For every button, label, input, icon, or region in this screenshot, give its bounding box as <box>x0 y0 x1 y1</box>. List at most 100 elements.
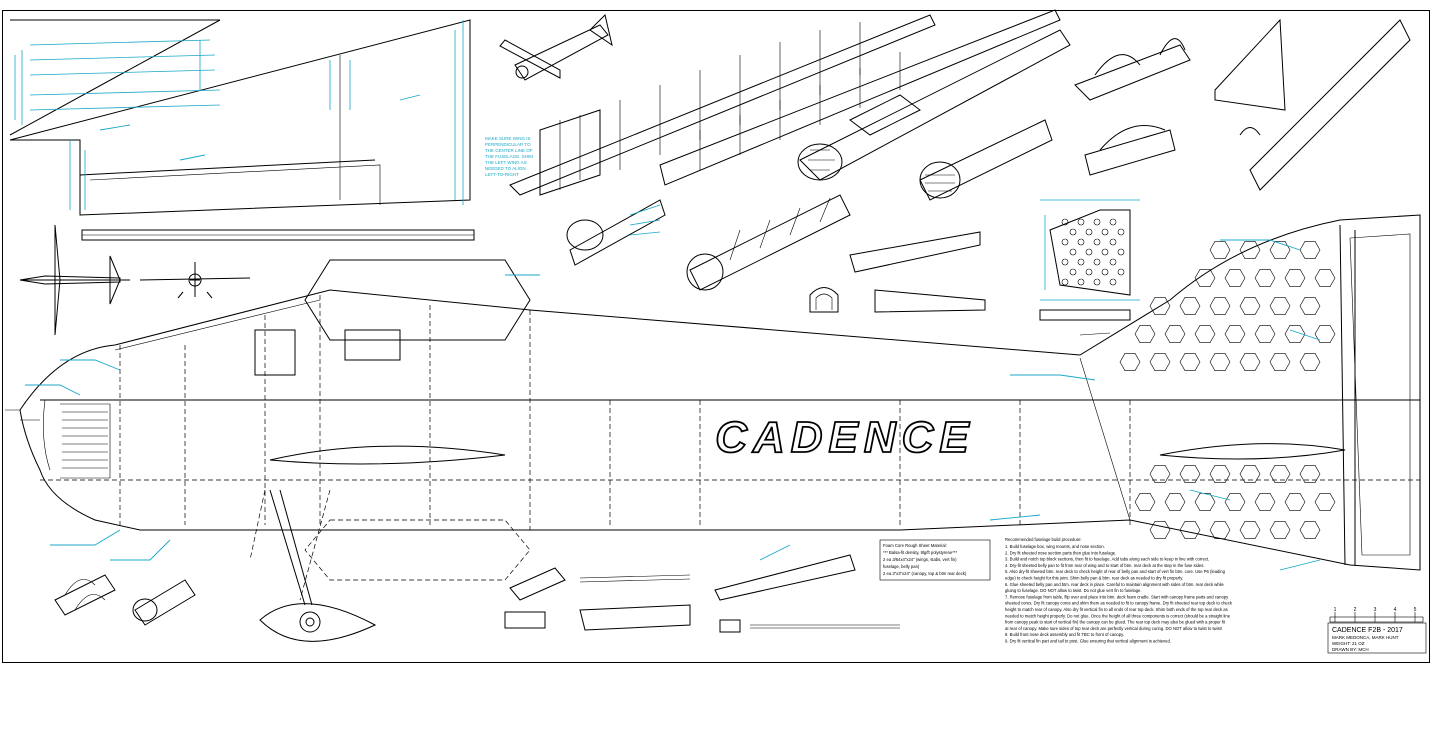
scale-label: 1 <box>1334 607 1337 613</box>
fin-hole <box>1093 218 1101 226</box>
fin-hole <box>1093 238 1101 246</box>
note-line: 7. Remove fuselage from table, flip over… <box>1005 594 1229 599</box>
airplane-3d-view-icon <box>499 14 613 81</box>
fuselage-side-view <box>5 214 1421 581</box>
canopy-frame-icon <box>1074 38 1191 101</box>
lightening-hole <box>1209 352 1231 372</box>
lightening-hole <box>1134 324 1156 344</box>
lightening-hole <box>1209 520 1231 540</box>
note-line: 6. Glue sheeted belly pan and btm. rear … <box>1005 582 1224 587</box>
fin-hole <box>1109 278 1117 286</box>
belly-pan-icon <box>849 231 986 313</box>
note-line: 2. Dry fit sheeted nose section parts th… <box>1005 550 1116 555</box>
fin-hole <box>1061 258 1069 266</box>
stamp-line: THE LEFT WING AS <box>485 160 527 165</box>
spinner-icon <box>259 603 377 642</box>
fuselage-frame-icon <box>659 9 1061 186</box>
lightening-hole <box>1194 268 1216 288</box>
fin-hole <box>1109 258 1117 266</box>
lightening-hole <box>1224 492 1246 512</box>
wing-spar <box>81 229 475 241</box>
materials-heading: Foam Core Rough Sheet Material: <box>883 543 947 548</box>
note-line: 9. Dry fit vertical fin part and tail to… <box>1005 639 1171 644</box>
lightening-hole <box>1269 352 1291 372</box>
lightening-hole <box>1239 296 1261 316</box>
alignment-note: MAKE SURE WING IS PERPENDICULAR TO THE C… <box>485 136 533 177</box>
lightening-hole <box>1269 520 1291 540</box>
lightening-hole <box>1269 241 1291 260</box>
materials-row: 2 ea 3/64x4"x24" (wings, stabs, vert fin… <box>883 557 957 562</box>
fin-hole <box>1077 258 1085 266</box>
rear-deck-lightening-holes <box>1061 218 1336 540</box>
airplane-front-view-icon <box>139 262 251 299</box>
materials-table: Foam Core Rough Sheet Material: *** Bals… <box>879 539 991 581</box>
sheet-border <box>2 10 1430 663</box>
scale-label: 4 <box>1394 607 1397 613</box>
lightening-hole <box>1149 520 1171 540</box>
stamp-line: NEEDED TO ALIGN. <box>485 166 527 171</box>
note-line: 8. Build front nose deck assembly and fi… <box>1005 632 1124 637</box>
note-line: gluing to fuselage. DO NOT allow to twis… <box>1005 588 1142 593</box>
lightening-hole <box>1179 520 1201 540</box>
lightening-hole <box>1224 324 1246 344</box>
fin-hole <box>1077 238 1085 246</box>
fin-hole <box>1093 258 1101 266</box>
fin-hole <box>1101 228 1109 236</box>
fin-hole <box>1101 268 1109 276</box>
fin-hole <box>1085 268 1093 276</box>
stamp-line: THE CENTER LINE OF <box>485 148 533 153</box>
lightening-hole <box>1134 492 1156 512</box>
fin-hole <box>1069 248 1077 256</box>
build-notes: Recommended fuselage build procedure: 1.… <box>1005 537 1233 644</box>
stamp-line: PERPENDICULAR TO <box>485 142 531 147</box>
fin-hole <box>1109 238 1117 246</box>
lightening-hole <box>1299 352 1321 372</box>
lightening-hole <box>1164 492 1186 512</box>
fin-hole <box>1077 278 1085 286</box>
lightening-hole <box>1239 241 1261 260</box>
lightening-hole <box>1269 296 1291 316</box>
scale-label: 5 <box>1414 607 1417 613</box>
lightening-hole <box>1149 352 1171 372</box>
stamp-line: MAKE SURE WING IS <box>485 136 531 141</box>
fuselage-sheeted-icon <box>797 29 1071 181</box>
lightening-hole <box>1299 464 1321 484</box>
note-line: height to match rear of canopy. Also dry… <box>1005 607 1228 612</box>
lightening-hole <box>1284 324 1306 344</box>
title-block: CADENCE F2B - 2017 MARK MEDONCA, MARK HU… <box>1327 622 1427 654</box>
lightening-hole <box>1149 296 1171 316</box>
lightening-hole <box>1314 324 1336 344</box>
lightening-hole <box>1254 492 1276 512</box>
note-line: at rear of canopy. Make sure sides of to… <box>1005 626 1222 631</box>
title-text: CADENCE F2B - 2017 <box>1332 627 1403 634</box>
leader-labels <box>25 239 1321 571</box>
lightening-hole <box>1119 352 1141 372</box>
note-line: 4. Dry-fit sheeted belly pan to fit from… <box>1005 563 1204 568</box>
lightening-hole <box>1194 324 1216 344</box>
note-line: sheeted cores. Dry fit canopy cores and … <box>1005 601 1233 606</box>
lightening-hole <box>1254 324 1276 344</box>
title-line: WEIGHT: 21 OZ <box>1332 641 1365 646</box>
stamp-line: THE FUSELAGE. SHIM <box>485 154 533 159</box>
lightening-hole <box>1179 352 1201 372</box>
fin-hole <box>1061 218 1069 226</box>
note-line: 1. Build fuselage box, wing mounts, and … <box>1005 544 1105 549</box>
lightening-hole <box>1194 492 1216 512</box>
fuselage-name-text: CADENCE <box>715 413 975 462</box>
lightening-hole <box>1299 520 1321 540</box>
lightening-hole <box>1299 241 1321 260</box>
note-line: needed to match height properly. Do not … <box>1005 613 1231 618</box>
fin-hole <box>1117 228 1125 236</box>
lightening-hole <box>1239 352 1261 372</box>
fin-hole <box>1101 248 1109 256</box>
note-line: edge) to check height for this joint. Sh… <box>1005 576 1183 581</box>
title-line: DRAWN BY: MCH <box>1332 647 1369 652</box>
bottom-parts <box>504 554 900 633</box>
fuselage-frame-icon <box>509 14 936 196</box>
materials-row: fuselage, belly pan) <box>883 564 920 569</box>
fin-hole <box>1117 248 1125 256</box>
canopy-frame-icon <box>54 574 116 616</box>
vertical-fin-icon <box>1214 18 1411 191</box>
